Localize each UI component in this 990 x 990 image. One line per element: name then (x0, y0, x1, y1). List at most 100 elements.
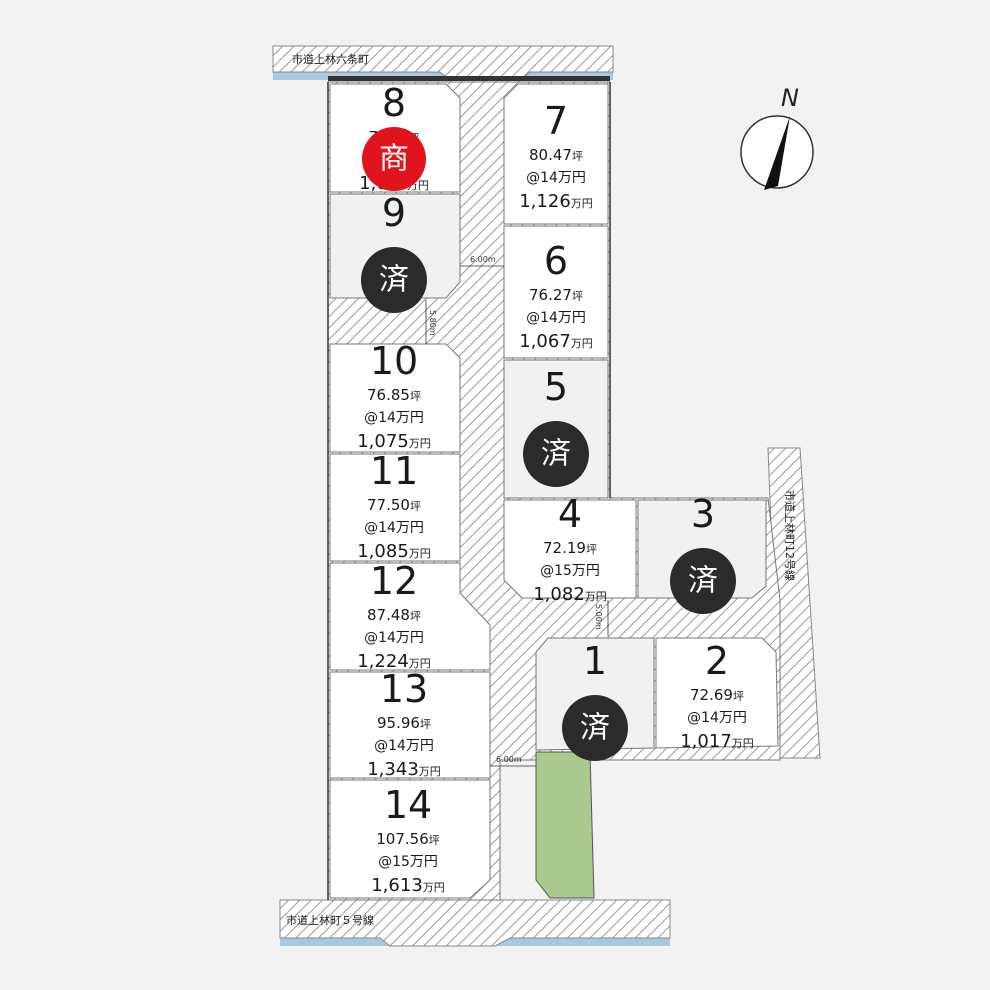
lot-number: 11 (370, 449, 418, 493)
lot-price-per: @14万円 (526, 170, 586, 186)
lot-total-unit: 万円 (423, 881, 445, 894)
green-space (535, 751, 595, 899)
lot-price-per: @14万円 (687, 710, 747, 726)
lot-total-unit: 万円 (409, 437, 431, 450)
status-badge-text: 商 (379, 142, 409, 177)
lot-price-per: @14万円 (364, 410, 424, 426)
lot-10[interactable] (329, 343, 461, 453)
lot-area-unit: 坪 (410, 610, 421, 623)
dim-road-upper-label: 6.00m (470, 255, 496, 264)
status-badge-text: 済 (580, 711, 610, 746)
lot-area-unit: 坪 (733, 690, 744, 703)
lot-total: 1,067万円 (519, 331, 593, 352)
status-badge-text: 済 (688, 564, 718, 599)
lot-area: 76.27坪 (529, 286, 583, 304)
lot-4[interactable] (503, 499, 637, 599)
lot-area-unit: 坪 (410, 390, 421, 403)
dim-gap-4-1: 5.00m (594, 600, 609, 636)
lot-12[interactable] (329, 562, 491, 671)
lot-labels: 1済272.69坪@14万円1,017万円3済472.19坪@15万円1,082… (357, 81, 754, 896)
lot-label-13: 13 95.96坪 @14万円 1,343万円 (367, 667, 441, 780)
lot-number: 9 (382, 191, 406, 235)
dim-road-lower: 6.00m (490, 755, 536, 767)
lot-total-unit: 万円 (419, 765, 441, 778)
lot-price-per: @15万円 (540, 563, 600, 579)
road-south (279, 899, 671, 947)
lot-total: 1,126万円 (519, 191, 593, 212)
lot-13[interactable] (329, 671, 491, 779)
lot-area-unit: 坪 (410, 500, 421, 513)
lot-label-3: 3済 (670, 492, 736, 614)
compass-icon: N (740, 84, 814, 190)
lot-price-per: @15万円 (378, 854, 438, 870)
lot-total: 1,613万円 (371, 875, 445, 896)
lot-total-unit: 万円 (409, 657, 431, 670)
lot-total: 1,075万円 (357, 431, 431, 452)
compass-north-label: N (781, 84, 799, 112)
lot-number: 13 (380, 667, 428, 711)
dim-gap-9-10: 5.80m (425, 300, 437, 344)
lot-number: 1 (583, 639, 607, 683)
lot-area-unit: 坪 (586, 543, 597, 556)
status-badge-sold (523, 421, 589, 487)
lot-total-unit: 万円 (732, 737, 754, 750)
lot-number: 5 (544, 365, 568, 409)
lot-number: 8 (382, 81, 406, 125)
lot-total: 1,017万円 (680, 731, 754, 752)
road-east-label: 市道上林町12号線 (783, 490, 797, 581)
lot-total: 1,085万円 (357, 541, 431, 562)
lot-label-4: 4 72.19坪 @15万円 1,082万円 (533, 492, 607, 605)
lot-label-9: 9済 (361, 191, 427, 313)
lot-total: 1,224万円 (357, 651, 431, 672)
dim-road-upper: 6.00m (460, 255, 504, 267)
lot-price-per: @14万円 (374, 738, 434, 754)
lot-area-unit: 坪 (572, 150, 583, 163)
lot-price-per: @14万円 (364, 520, 424, 536)
lot-price-per: @14万円 (364, 630, 424, 646)
lot-11[interactable] (329, 453, 461, 562)
status-badge-sold (670, 548, 736, 614)
dim-gap-9-10-label: 5.80m (428, 310, 437, 336)
lot-area: 72.69坪 (690, 686, 744, 704)
lot-2[interactable] (655, 637, 779, 749)
lot-number: 4 (558, 492, 582, 536)
status-badge-text: 済 (379, 263, 409, 298)
lot-number: 10 (370, 339, 418, 383)
lot-label-1: 1済 (562, 639, 628, 761)
north-road-edge (328, 76, 610, 81)
road-south-label: 市道上林町５号線 (286, 913, 374, 927)
lot-area: 95.96坪 (377, 714, 431, 732)
lot-label-11: 11 77.50坪 @14万円 1,085万円 (357, 449, 431, 562)
lot-area-unit: 坪 (572, 290, 583, 303)
dim-gap-4-1-label: 5.00m (594, 604, 603, 630)
lot-total-unit: 万円 (585, 590, 607, 603)
lot-area: 77.50坪 (367, 496, 421, 514)
lot-area: 87.48坪 (367, 606, 421, 624)
lot-total-unit: 万円 (571, 337, 593, 350)
lot-number: 7 (544, 99, 568, 143)
status-badge-text: 済 (541, 437, 571, 472)
lot-number: 6 (544, 239, 568, 283)
lot-area: 72.19坪 (543, 539, 597, 557)
lot-label-7: 7 80.47坪 @14万円 1,126万円 (519, 99, 593, 212)
status-badge-negotiating (362, 127, 426, 191)
lot-7[interactable] (503, 83, 609, 225)
road-north-label: 市道上林六条町 (292, 52, 369, 66)
lot-number: 14 (384, 783, 432, 827)
lot-14[interactable] (329, 779, 491, 899)
lot-total-unit: 万円 (571, 197, 593, 210)
lot-number: 3 (691, 492, 715, 536)
lot-total: 1,343万円 (367, 759, 441, 780)
lot-6[interactable] (503, 225, 609, 359)
lot-label-5: 5済 (523, 365, 589, 487)
dim-road-lower-label: 6.00m (496, 755, 522, 764)
lot-total: 1,082万円 (533, 584, 607, 605)
lot-area-unit: 坪 (429, 834, 440, 847)
lot-area: 80.47坪 (529, 146, 583, 164)
